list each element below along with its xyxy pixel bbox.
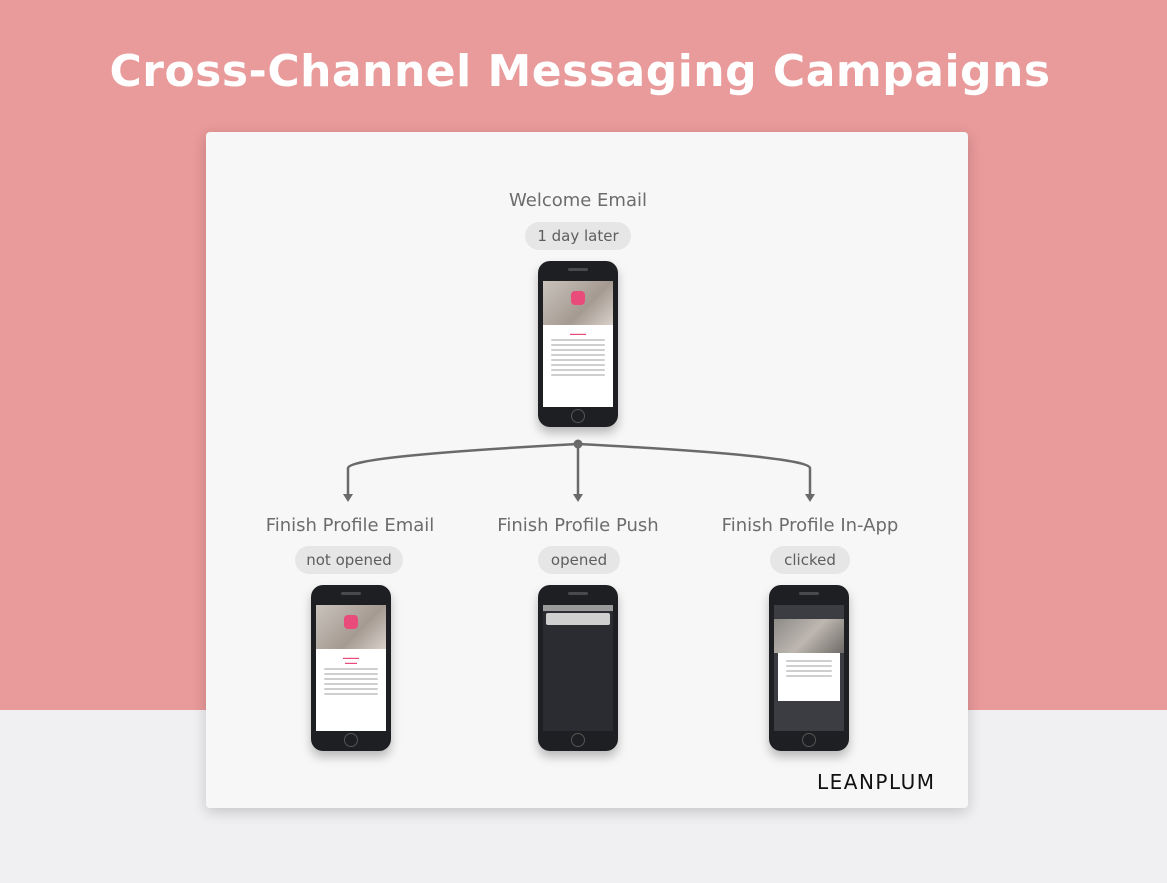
app-logo-icon	[571, 291, 585, 305]
email-headline-placeholder: ▬▬▬▬	[570, 331, 586, 336]
push-notification-body	[546, 613, 610, 625]
inapp-message-image	[774, 619, 844, 653]
welcome-email-phone: ▬▬▬▬	[538, 261, 618, 427]
branch-push-label: Finish Profile Push	[497, 515, 659, 536]
home-button-icon	[802, 733, 816, 747]
email-headline-placeholder: ▬▬▬▬▬▬▬	[343, 655, 359, 665]
page-title: Cross-Channel Messaging Campaigns	[109, 46, 1051, 97]
app-logo-icon	[344, 615, 358, 629]
email-hero-image	[543, 281, 613, 325]
home-button-icon	[571, 733, 585, 747]
branch-inapp-condition-pill: clicked	[770, 546, 850, 574]
branch-email-condition-pill: not opened	[295, 546, 403, 574]
welcome-email-screen: ▬▬▬▬	[543, 281, 613, 407]
push-notification-header	[543, 605, 613, 611]
root-node-label: Welcome Email	[509, 190, 647, 211]
finish-profile-push-phone	[538, 585, 618, 751]
root-condition-pill: 1 day later	[525, 222, 631, 250]
branch-push-condition-pill: opened	[538, 546, 620, 574]
home-button-icon	[344, 733, 358, 747]
branch-inapp-label: Finish Profile In-App	[721, 515, 899, 536]
finish-profile-inapp-phone	[769, 585, 849, 751]
email-hero-image	[316, 605, 386, 649]
branch-email-label: Finish Profile Email	[265, 515, 435, 536]
finish-profile-inapp-screen	[774, 605, 844, 731]
finish-profile-email-screen: ▬▬▬▬▬▬▬	[316, 605, 386, 731]
home-button-icon	[571, 409, 585, 423]
phone-speaker	[568, 592, 588, 595]
inapp-message-card	[778, 653, 840, 701]
finish-profile-email-phone: ▬▬▬▬▬▬▬	[311, 585, 391, 751]
phone-speaker	[568, 268, 588, 271]
finish-profile-push-screen	[543, 605, 613, 731]
phone-speaker	[799, 592, 819, 595]
phone-speaker	[341, 592, 361, 595]
leanplum-logo: LEANPLUM	[817, 770, 936, 794]
